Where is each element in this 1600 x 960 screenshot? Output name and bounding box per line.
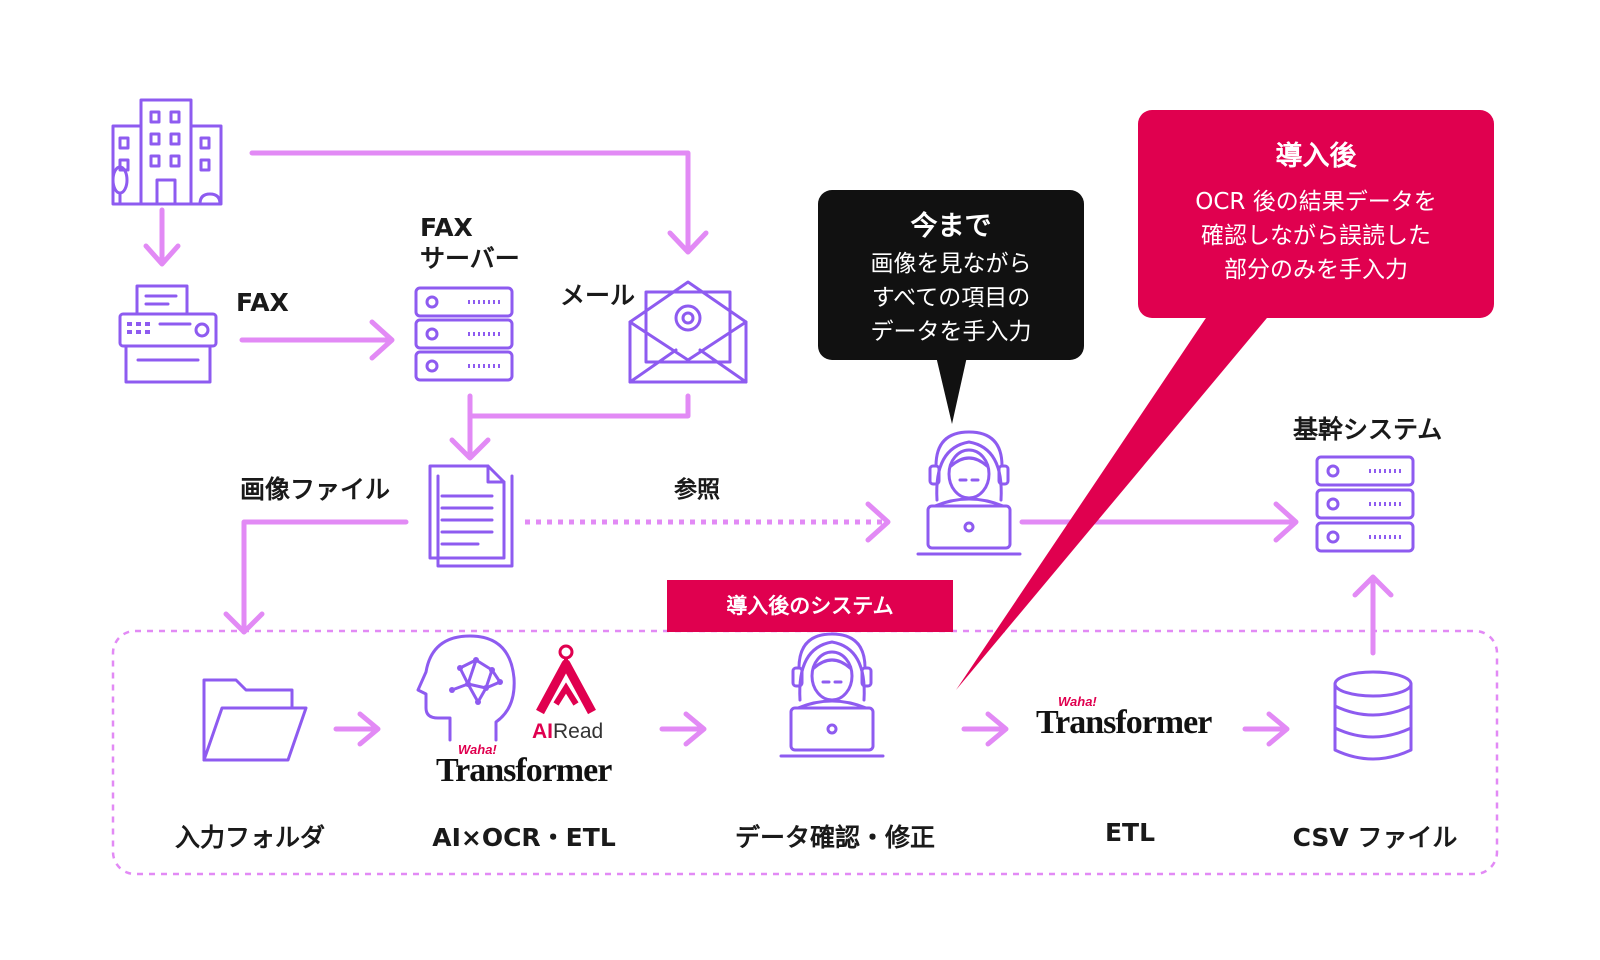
operator-icon [916, 430, 1022, 556]
arrow-check-to-etl [961, 711, 1009, 747]
server-icon [414, 286, 514, 382]
before-bubble-title: 今まで [910, 211, 992, 242]
after-bubble: 導入後 OCR 後の結果データを 確認しながら誤読した 部分のみを手入力 [1138, 110, 1494, 318]
arrow-server-mail-to-document [449, 393, 691, 461]
ai-ocr-etl-label: AI×OCR・ETL [432, 823, 616, 852]
airead-logo-icon [536, 644, 596, 715]
before-bubble-body: 画像を見ながら すべての項目の データを手入力 [870, 251, 1032, 345]
data-check-label: データ確認・修正 [734, 823, 935, 852]
server-icon [1315, 455, 1415, 553]
before-bubble: 今まで 画像を見ながら すべての項目の データを手入力 [818, 190, 1084, 360]
airead-logo-ai: AI [532, 720, 553, 743]
transformer-logo: Waha! Transformer [436, 742, 612, 790]
image-file-label: 画像ファイル [240, 475, 391, 504]
arrow-folder-to-ocr [333, 711, 381, 747]
arrow-building-to-fax [143, 207, 181, 267]
system-tag: 導入後のシステム [667, 580, 953, 632]
arrow-building-to-mail [249, 150, 709, 255]
building-icon [111, 98, 223, 206]
operator-icon [779, 632, 885, 758]
database-icon [1333, 670, 1413, 761]
fax-server-label: FAX サーバー [420, 213, 520, 273]
arrow-reference-dotted [525, 501, 891, 543]
arrow-ocr-to-check [659, 711, 707, 747]
mail-icon [628, 280, 748, 384]
transformer-logo: Waha! Transformer [1036, 694, 1212, 742]
document-icon [428, 464, 514, 568]
airead-logo: AIRead [532, 720, 603, 744]
arrow-operator-to-core [1019, 501, 1299, 543]
transformer-logo-name: Transformer [1036, 704, 1212, 741]
before-bubble-tail [935, 352, 968, 424]
arrow-csv-to-core [1352, 574, 1394, 656]
fax-label: FAX [236, 288, 289, 317]
transformer-logo-prefix: Waha! [458, 742, 497, 757]
input-folder-label: 入力フォルダ [174, 823, 325, 852]
transformer-logo-name: Transformer [436, 752, 612, 789]
transformer-logo-prefix: Waha! [1058, 694, 1097, 709]
folder-icon [202, 678, 308, 762]
airead-logo-read: Read [553, 720, 604, 743]
fax-icon [118, 284, 218, 384]
ai-brain-icon [416, 634, 516, 742]
reference-label: 参照 [674, 477, 720, 503]
after-bubble-body: OCR 後の結果データを 確認しながら誤読した 部分のみを手入力 [1195, 189, 1437, 283]
etl-label: ETL [1104, 818, 1156, 847]
core-system-label: 基幹システム [1293, 415, 1443, 444]
mail-label: メール [560, 281, 636, 310]
arrow-document-to-folder [223, 519, 409, 635]
arrow-fax-to-server [239, 319, 395, 361]
after-bubble-title: 導入後 [1275, 141, 1357, 172]
arrow-etl-to-csv [1242, 711, 1290, 747]
after-bubble-tail [956, 300, 1282, 690]
csv-file-label: CSV ファイル [1292, 823, 1458, 852]
